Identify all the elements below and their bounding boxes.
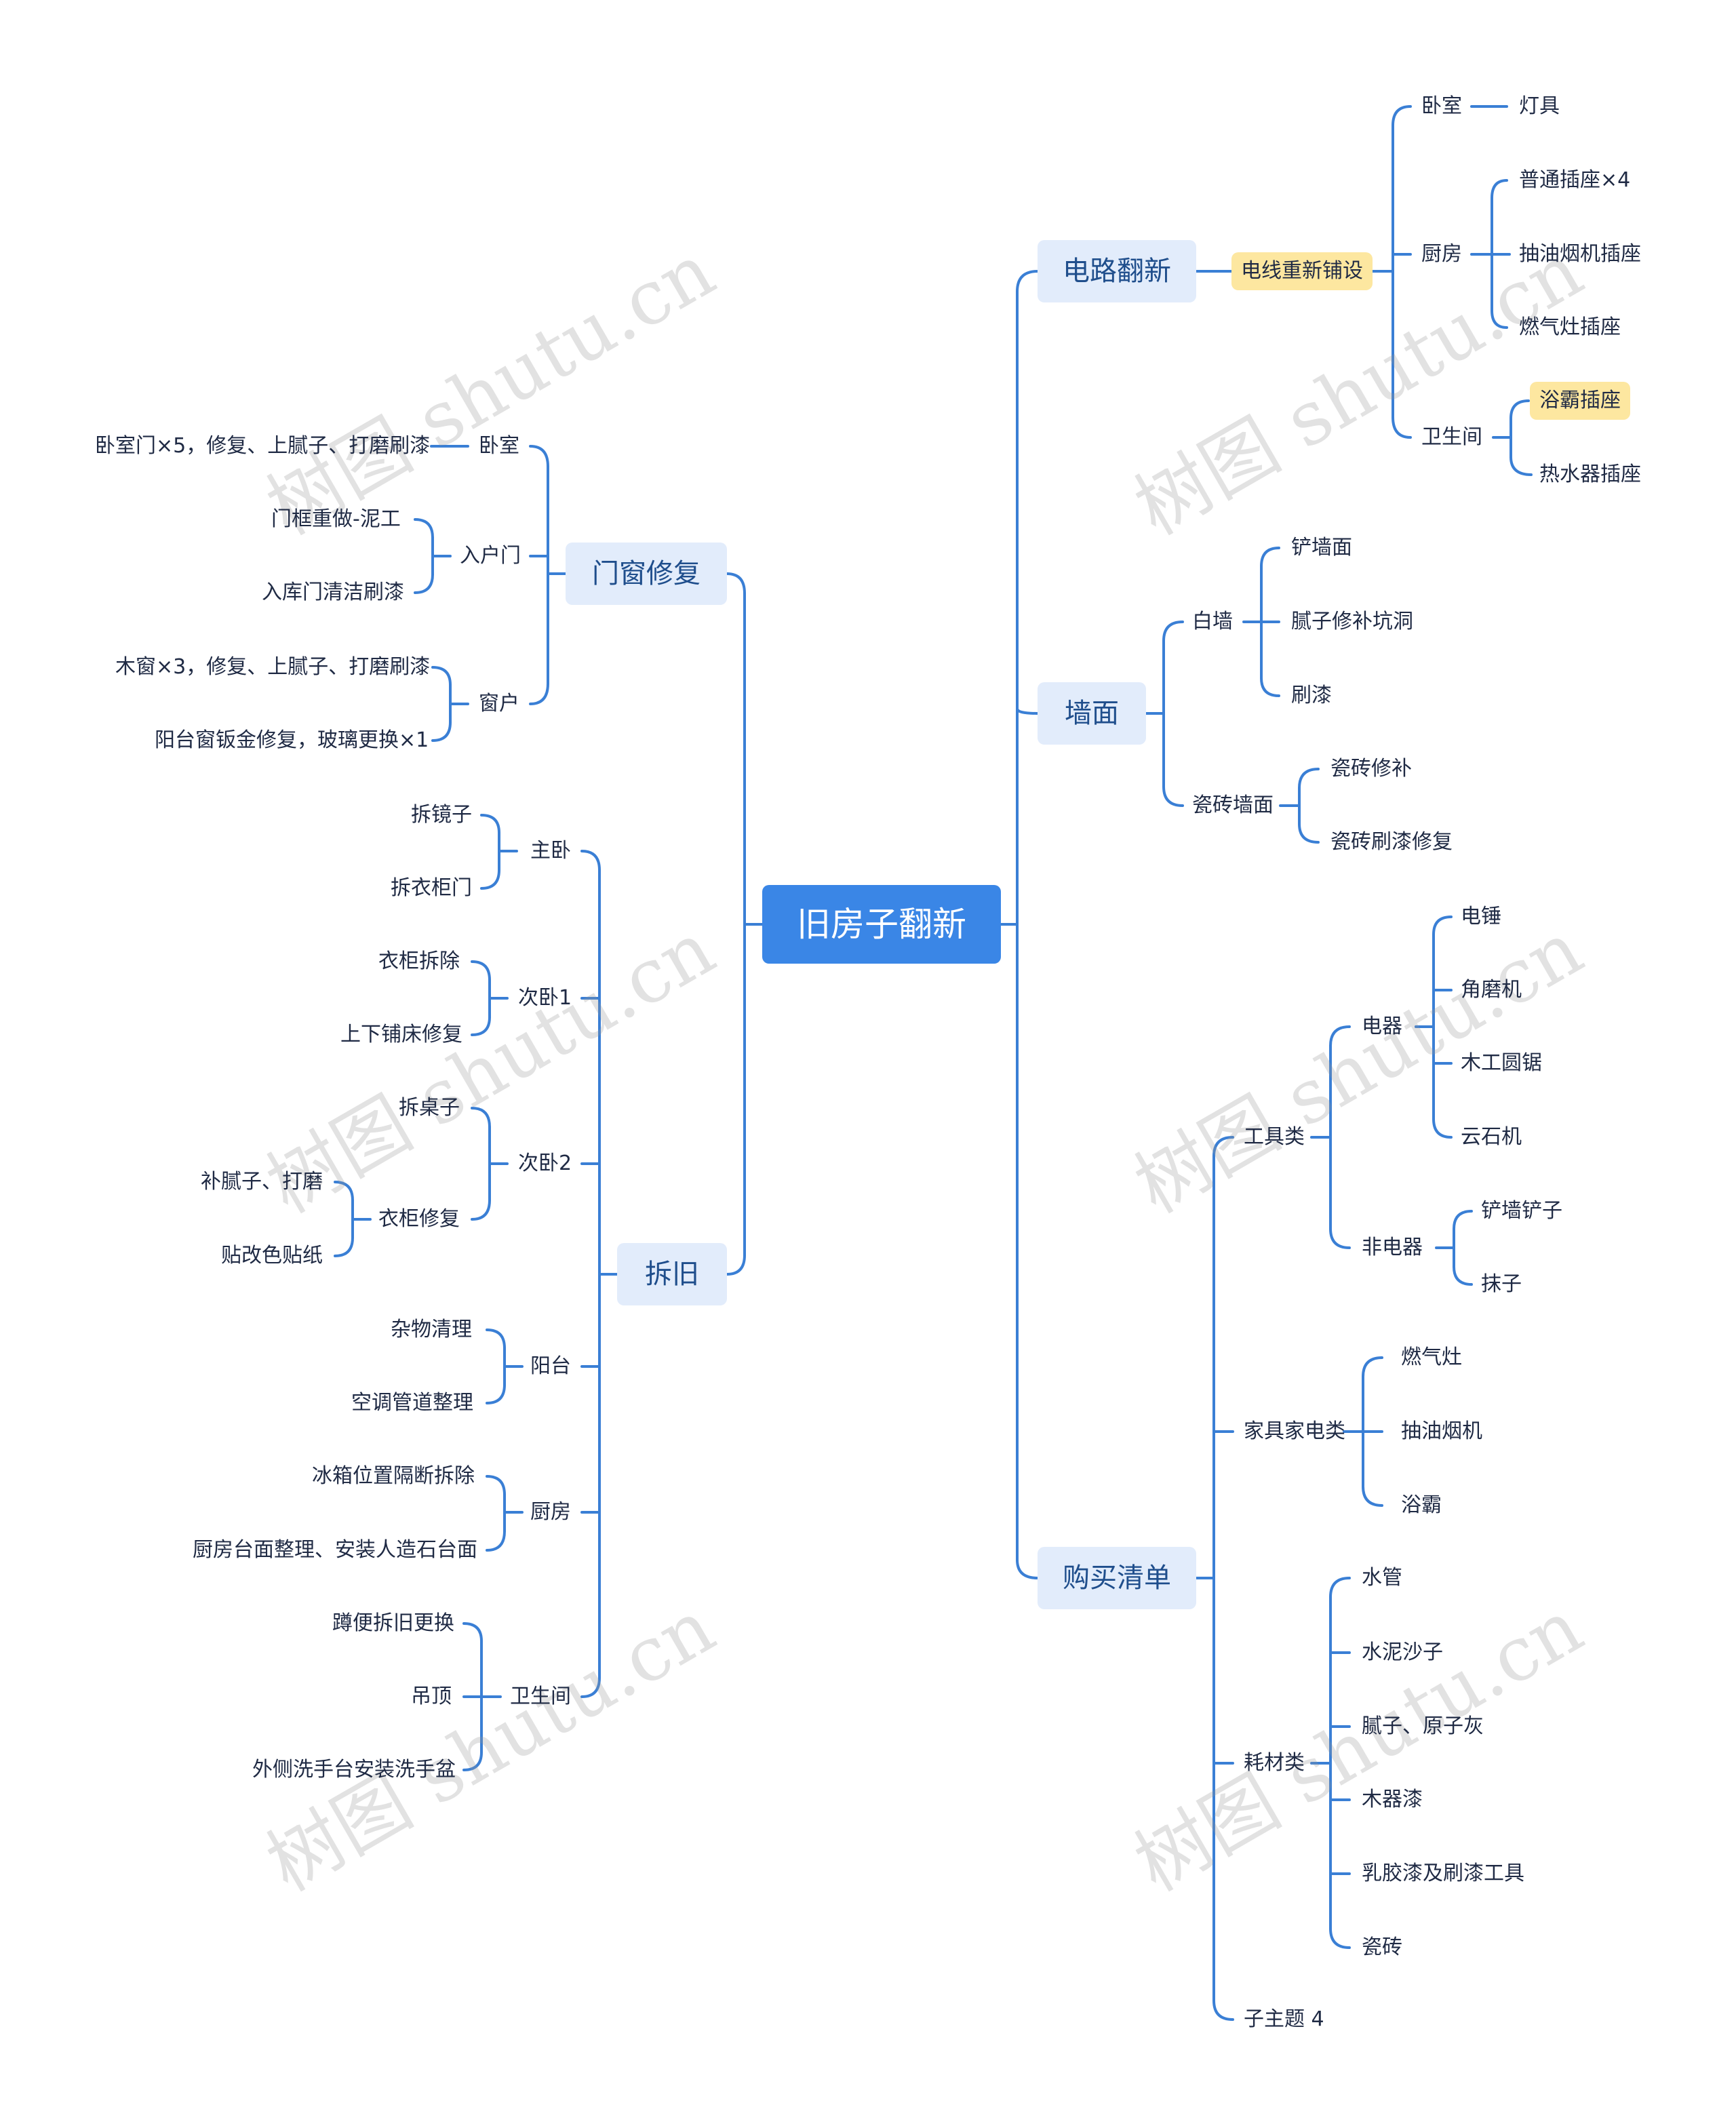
node-bathroom-demo[interactable]: 卫生间 bbox=[510, 1685, 571, 1708]
node-fridge-partition[interactable]: 冰箱位置隔断拆除 bbox=[312, 1464, 475, 1488]
node-circular-saw[interactable]: 木工圆锯 bbox=[1461, 1051, 1542, 1075]
node-water-pipe[interactable]: 水管 bbox=[1362, 1566, 1402, 1590]
node-putty-filler[interactable]: 腻子、原子灰 bbox=[1362, 1714, 1484, 1738]
node-bathroom[interactable]: 卫生间 bbox=[1421, 425, 1482, 449]
node-washbasin[interactable]: 外侧洗手台安装洗手盆 bbox=[252, 1758, 456, 1781]
node-door-frame[interactable]: 门框重做-泥工 bbox=[271, 507, 401, 531]
node-tiles[interactable]: 瓷砖 bbox=[1362, 1935, 1402, 1959]
node-wardrobe-removal[interactable]: 衣柜拆除 bbox=[378, 949, 460, 973]
node-bunk-bed-repair[interactable]: 上下铺床修复 bbox=[340, 1023, 462, 1046]
node-hood-socket[interactable]: 抽油烟机插座 bbox=[1519, 242, 1641, 266]
node-range-hood[interactable]: 抽油烟机 bbox=[1401, 1419, 1482, 1443]
node-wood-windows[interactable]: 木窗×3，修复、上腻子、打磨刷漆 bbox=[115, 655, 431, 679]
node-ac-pipe[interactable]: 空调管道整理 bbox=[351, 1391, 473, 1415]
topic-walls[interactable]: 墙面 bbox=[1038, 682, 1146, 745]
topic-door-window-repair[interactable]: 门窗修复 bbox=[566, 543, 727, 605]
node-latex-paint[interactable]: 乳胶漆及刷漆工具 bbox=[1362, 1862, 1524, 1885]
node-tile-paint-repair[interactable]: 瓷砖刷漆修复 bbox=[1330, 830, 1453, 854]
node-non-electric-tools[interactable]: 非电器 bbox=[1362, 1236, 1423, 1259]
topic-shopping-list[interactable]: 购买清单 bbox=[1038, 1547, 1196, 1609]
node-remove-table[interactable]: 拆桌子 bbox=[399, 1096, 460, 1120]
node-second-bedroom-2[interactable]: 次卧2 bbox=[518, 1151, 572, 1175]
node-subtopic-4[interactable]: 子主题 4 bbox=[1244, 2007, 1324, 2031]
node-hammer-drill[interactable]: 电锤 bbox=[1461, 905, 1501, 928]
node-stove-socket[interactable]: 燃气灶插座 bbox=[1519, 315, 1621, 339]
node-windows[interactable]: 窗户 bbox=[479, 692, 519, 715]
node-second-bedroom-1[interactable]: 次卧1 bbox=[518, 986, 572, 1010]
node-kitchen-demo[interactable]: 厨房 bbox=[530, 1500, 571, 1524]
node-white-wall[interactable]: 白墙 bbox=[1192, 610, 1233, 633]
subtopic-rewiring[interactable]: 电线重新铺设 bbox=[1231, 252, 1373, 290]
node-consumables[interactable]: 耗材类 bbox=[1244, 1751, 1305, 1775]
node-painting[interactable]: 刷漆 bbox=[1291, 684, 1332, 707]
root-topic[interactable]: 旧房子翻新 bbox=[762, 885, 1001, 964]
node-wardrobe-repair[interactable]: 衣柜修复 bbox=[378, 1207, 460, 1231]
node-heater-socket[interactable]: 浴霸插座 bbox=[1530, 382, 1630, 420]
node-entry-door[interactable]: 入户门 bbox=[460, 544, 521, 568]
node-furniture-appliances[interactable]: 家具家电类 bbox=[1244, 1419, 1345, 1443]
node-remove-wardrobe-door[interactable]: 拆衣柜门 bbox=[391, 876, 472, 900]
node-garage-door[interactable]: 入库门清洁刷漆 bbox=[262, 580, 404, 604]
node-wall-scraper[interactable]: 铲墙铲子 bbox=[1481, 1199, 1562, 1223]
node-ceiling[interactable]: 吊顶 bbox=[411, 1685, 452, 1708]
node-bath-heater[interactable]: 浴霸 bbox=[1401, 1493, 1442, 1517]
node-tile-repair[interactable]: 瓷砖修补 bbox=[1330, 757, 1412, 781]
node-tools[interactable]: 工具类 bbox=[1244, 1125, 1305, 1149]
node-bedroom-door-detail[interactable]: 卧室门×5，修复、上腻子、打磨刷漆 bbox=[95, 434, 431, 458]
node-master-bedroom[interactable]: 主卧 bbox=[530, 839, 571, 863]
node-electric-tools[interactable]: 电器 bbox=[1362, 1015, 1402, 1038]
node-cement-sand[interactable]: 水泥沙子 bbox=[1362, 1640, 1443, 1664]
node-balcony[interactable]: 阳台 bbox=[530, 1354, 571, 1378]
node-bedroom-door[interactable]: 卧室 bbox=[479, 434, 519, 458]
node-lamps[interactable]: 灯具 bbox=[1519, 94, 1560, 118]
node-water-heater-socket[interactable]: 热水器插座 bbox=[1539, 462, 1641, 486]
node-color-sticker[interactable]: 贴改色贴纸 bbox=[221, 1244, 323, 1267]
node-countertop[interactable]: 厨房台面整理、安装人造石台面 bbox=[193, 1538, 477, 1562]
node-kitchen[interactable]: 厨房 bbox=[1421, 242, 1462, 266]
topic-circuit-renovation[interactable]: 电路翻新 bbox=[1038, 240, 1196, 302]
node-balcony-window[interactable]: 阳台窗钣金修复，玻璃更换×1 bbox=[155, 728, 429, 752]
node-regular-socket[interactable]: 普通插座×4 bbox=[1519, 168, 1631, 192]
node-clear-debris[interactable]: 杂物清理 bbox=[391, 1318, 472, 1341]
node-remove-mirror[interactable]: 拆镜子 bbox=[411, 803, 472, 827]
node-bedroom[interactable]: 卧室 bbox=[1421, 94, 1462, 118]
node-trowel[interactable]: 抹子 bbox=[1481, 1272, 1522, 1296]
node-marble-cutter[interactable]: 云石机 bbox=[1461, 1125, 1522, 1149]
node-putty-sanding[interactable]: 补腻子、打磨 bbox=[201, 1170, 323, 1194]
node-toilet-replace[interactable]: 蹲便拆旧更换 bbox=[332, 1611, 454, 1635]
node-tile-wall[interactable]: 瓷砖墙面 bbox=[1192, 793, 1274, 817]
node-putty-repair[interactable]: 腻子修补坑洞 bbox=[1291, 610, 1413, 633]
topic-demolition[interactable]: 拆旧 bbox=[617, 1243, 727, 1305]
node-scrape-wall[interactable]: 铲墙面 bbox=[1291, 536, 1352, 559]
node-wood-lacquer[interactable]: 木器漆 bbox=[1362, 1788, 1423, 1811]
node-gas-stove[interactable]: 燃气灶 bbox=[1401, 1345, 1462, 1369]
node-angle-grinder[interactable]: 角磨机 bbox=[1461, 978, 1522, 1002]
